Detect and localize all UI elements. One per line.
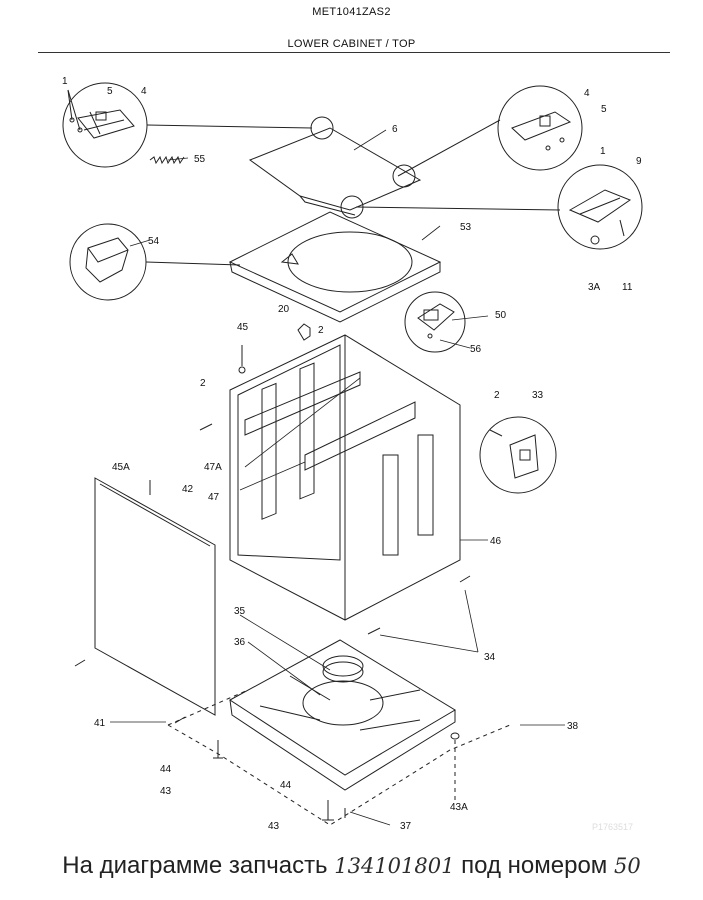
section-title: LOWER CABINET / TOP (287, 38, 416, 50)
label-11: 11 (622, 282, 633, 293)
label-43A: 43A (450, 802, 468, 813)
watermark: P1763517 (592, 822, 633, 832)
label-46: 46 (490, 536, 502, 547)
lid-switch-detail (404, 291, 466, 353)
cabinet-body (229, 323, 461, 621)
label-2b: 2 (200, 378, 206, 389)
label-4b: 4 (584, 88, 590, 99)
label-53: 53 (460, 222, 472, 233)
label-9: 9 (636, 156, 642, 167)
label-47: 47 (208, 492, 220, 503)
caption-callout: 50 (613, 854, 641, 878)
label-5a: 5 (107, 86, 113, 97)
label-47A: 47A (204, 462, 222, 473)
label-54: 54 (148, 236, 160, 247)
label-6: 6 (392, 124, 398, 135)
label-1b: 1 (600, 146, 606, 157)
label-37: 37 (400, 821, 412, 832)
label-55: 55 (194, 154, 206, 165)
label-44a: 44 (160, 764, 172, 775)
label-38: 38 (567, 721, 579, 732)
header-rule (38, 52, 670, 53)
bleach-dispenser-detail (69, 223, 241, 301)
lid-stop-detail (557, 164, 643, 250)
caption: На диаграмме запчасть 134101801 под номе… (0, 852, 703, 880)
lid-panel (248, 116, 422, 219)
label-20: 20 (278, 304, 290, 315)
label-1a: 1 (62, 76, 68, 87)
label-50: 50 (495, 310, 507, 321)
label-45A: 45A (112, 462, 130, 473)
label-3A: 3A (588, 282, 601, 293)
hinge-bracket-detail (479, 416, 557, 494)
label-44b: 44 (280, 780, 292, 791)
caption-part-number: 134101801 (334, 854, 455, 878)
hinge-detail-right (497, 85, 583, 171)
label-41: 41 (94, 718, 106, 729)
label-2a: 2 (318, 325, 324, 336)
side-panel (94, 477, 216, 716)
label-42: 42 (182, 484, 194, 495)
label-43b: 43 (268, 821, 280, 832)
label-36: 36 (234, 637, 246, 648)
label-43a: 43 (160, 786, 172, 797)
label-5b: 5 (601, 104, 607, 115)
label-33: 33 (532, 390, 544, 401)
label-4a: 4 (141, 86, 147, 97)
hinge-detail-left (62, 82, 148, 168)
label-2c: 2 (494, 390, 500, 401)
caption-text-before: На диаграмме запчасть (62, 852, 335, 879)
top-cover (228, 211, 442, 323)
label-56: 56 (470, 344, 482, 355)
label-45: 45 (237, 322, 249, 333)
label-35: 35 (234, 606, 246, 617)
caption-text-middle: под номером (454, 852, 614, 879)
model-number: MET1041ZAS2 (312, 6, 391, 18)
label-34: 34 (484, 652, 496, 663)
